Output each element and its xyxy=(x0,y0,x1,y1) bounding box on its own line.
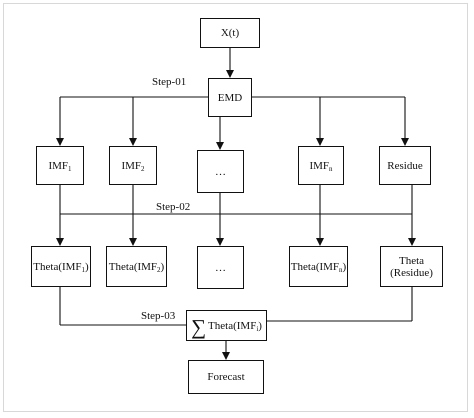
theta-imf-n-box: Theta(IMFn) xyxy=(289,246,348,287)
step-01-label: Step-01 xyxy=(152,76,187,88)
step-03-label: Step-03 xyxy=(141,310,176,322)
figure-border xyxy=(3,3,468,412)
theta-imf-2-box: Theta(IMF2) xyxy=(106,246,167,287)
imf-2-label: IMF2 xyxy=(121,159,145,173)
imf-1-label: IMF1 xyxy=(48,159,72,173)
emd-box: EMD xyxy=(208,78,252,117)
forecast-box: Forecast xyxy=(188,360,264,394)
theta-imf-1-label: Theta(IMF1) xyxy=(33,260,89,274)
imf-2-box: IMF2 xyxy=(109,146,157,185)
residue-paren-word: (Residue) xyxy=(390,266,433,279)
emd-label: EMD xyxy=(217,91,243,104)
ellipsis-box-lower: … xyxy=(197,246,244,289)
residue-box: Residue xyxy=(379,146,431,185)
ellipsis-label-upper: … xyxy=(215,165,226,178)
ellipsis-label-lower: … xyxy=(215,261,226,274)
theta-residue-label: Theta (Residue) xyxy=(390,255,433,279)
theta-word: Theta xyxy=(398,254,425,267)
step-02-label: Step-02 xyxy=(156,201,191,213)
imf-1-box: IMF1 xyxy=(36,146,84,185)
residue-label: Residue xyxy=(387,159,423,172)
forecast-label: Forecast xyxy=(207,371,245,383)
imf-n-box: IMFn xyxy=(298,146,344,185)
ellipsis-box-upper: … xyxy=(197,150,244,193)
theta-imf-1-box: Theta(IMF1) xyxy=(31,246,91,287)
sum-box: ∑ Theta(IMFi) xyxy=(186,310,267,341)
input-label: X(t) xyxy=(220,27,240,39)
theta-imf-n-label: Theta(IMFn) xyxy=(290,260,347,274)
input-box: X(t) xyxy=(200,18,260,48)
theta-imf-2-label: Theta(IMF2) xyxy=(108,260,165,274)
summation-icon: ∑ xyxy=(191,314,207,339)
theta-residue-box: Theta (Residue) xyxy=(380,246,443,287)
sum-label: Theta(IMFi) xyxy=(208,319,262,333)
imf-n-label: IMFn xyxy=(309,159,333,173)
